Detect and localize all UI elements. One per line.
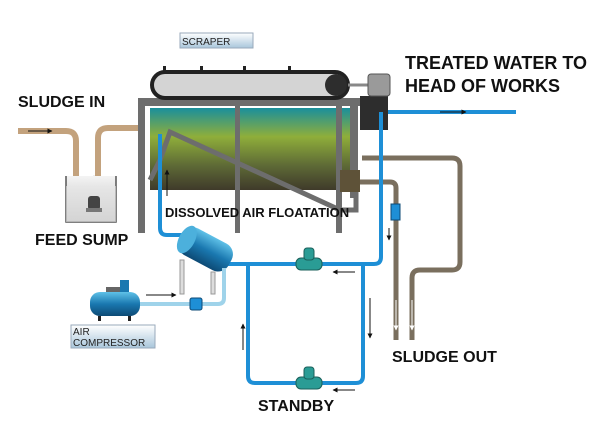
sump-pump-icon: [88, 196, 100, 210]
scraper-motor-icon: [367, 73, 391, 97]
treated-water-label-2: HEAD OF WORKS: [405, 76, 560, 96]
sludge-in-label: SLUDGE IN: [18, 94, 105, 111]
feed-sump-label: FEED SUMP: [35, 232, 129, 249]
outlet-box: [360, 96, 388, 130]
scraper-text: SCRAPER: [182, 37, 230, 48]
recycle-pump-icon: [295, 247, 323, 271]
saturator-vessel: [176, 225, 233, 295]
dissolved-air-flotation-tank: [138, 96, 388, 233]
air-valve-icon: [189, 297, 203, 311]
sludge-out-label: SLUDGE OUT: [392, 349, 497, 366]
sludge-in-pipe: [18, 125, 138, 186]
scraper-label: SCRAPER: [179, 32, 254, 49]
standby-pump-icon: [295, 366, 323, 390]
air-pipe: [140, 268, 226, 306]
sludge-valve-icon: [390, 203, 401, 221]
air-compressor-label: AIR COMPRESSOR: [70, 324, 156, 349]
air-compressor-text-1: AIR: [73, 327, 90, 338]
air-compressor-text-2: COMPRESSOR: [73, 338, 145, 349]
sludge-out-pipes: [360, 155, 463, 340]
air-compressor-icon: [90, 280, 140, 321]
feed-sump-tank: [65, 176, 117, 223]
treated-water-label-1: TREATED WATER TO: [405, 53, 587, 73]
scraper-belt: [150, 66, 391, 100]
standby-label: STANDBY: [258, 398, 334, 415]
dissolved-air-floatation-label: DISSOLVED AIR FLOATATION: [165, 205, 349, 220]
